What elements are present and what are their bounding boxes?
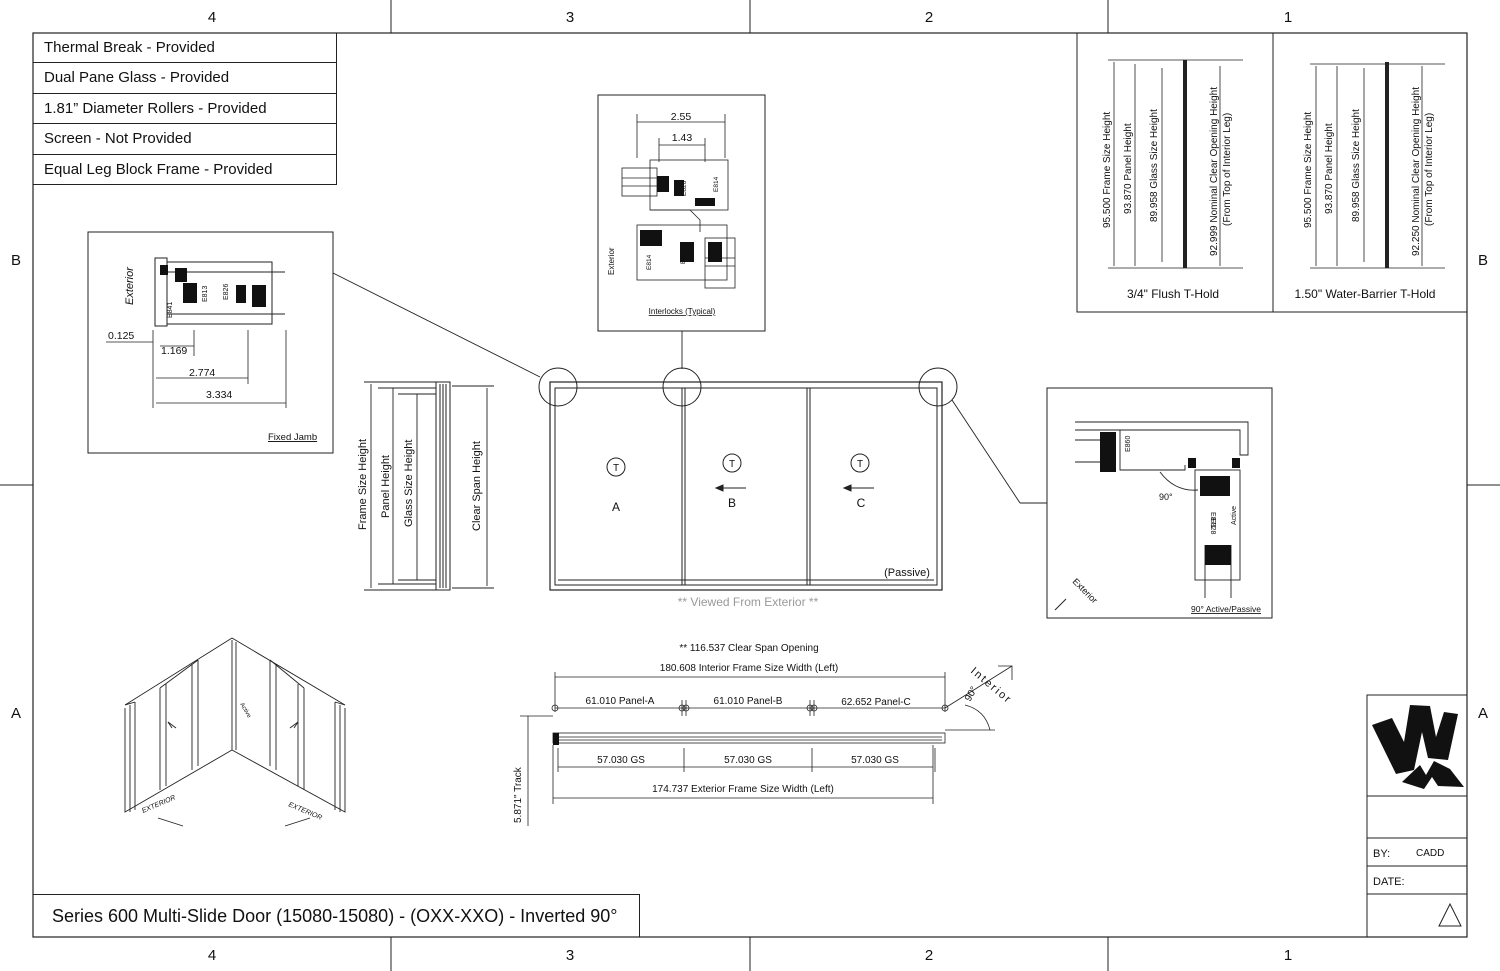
- panel-b-slide-arrow: [714, 484, 724, 492]
- passive-label: (Passive): [884, 567, 930, 579]
- interlocks-detail: 2.55 1.43 E826 E814 E814 E826 Exterior I…: [597, 94, 766, 332]
- plan-exterior-width: 174.737 Exterior Frame Size Width (Left): [652, 784, 834, 795]
- zone-row-left-a: A: [11, 705, 21, 722]
- interlocks-part-1: E826: [681, 180, 688, 196]
- panel-a-label: A: [612, 500, 620, 514]
- fixed-jamb-dim-2: 1.169: [161, 345, 187, 357]
- iso-active-label: Active: [238, 702, 252, 720]
- fixed-jamb-detail: Exterior E841 E813 E826 0.125 1.169 2.77…: [87, 231, 334, 454]
- flush-caption: 3/4" Flush T-Hold: [1127, 287, 1219, 301]
- barrier-caption: 1.50" Water-Barrier T-Hold: [1295, 287, 1436, 301]
- panel-a-tempered-mark: T: [613, 463, 619, 474]
- corner-caption: 90° Active/Passive: [1191, 604, 1261, 614]
- zone-col-top-2: 3: [566, 9, 574, 26]
- panel-c-slide-arrow: [842, 484, 852, 492]
- plan-interior: Interior: [968, 665, 1014, 706]
- plan-panel-a: 61.010 Panel-A: [586, 696, 655, 707]
- fixed-jamb-dim-1: 0.125: [108, 330, 134, 342]
- panel-c-tempered-mark: T: [857, 459, 863, 470]
- zone-row-left-b: B: [11, 252, 21, 269]
- corner-angle: 90°: [1159, 492, 1173, 502]
- flush-frame-height: 95.500 Frame Size Height: [1102, 112, 1113, 228]
- title-date-label: DATE:: [1373, 876, 1405, 888]
- panel-b-tempered-mark: T: [729, 459, 735, 470]
- leader-corner: [951, 399, 1021, 504]
- iso-exterior-left: EXTERIOR: [141, 794, 177, 814]
- leader-fixed-jamb: [332, 272, 541, 378]
- plan-clear-span: ** 116.537 Clear Span Opening: [679, 643, 818, 654]
- fixed-jamb-part-1: E841: [167, 302, 174, 318]
- interlocks-dim-1: 2.55: [671, 111, 692, 123]
- isometric-view: [124, 637, 346, 827]
- zone-col-top-1: 4: [208, 9, 216, 26]
- fixed-jamb-dim-3: 2.774: [189, 367, 215, 379]
- corner-part-2: E871: [1209, 512, 1216, 528]
- threshold-flush-detail: 95.500 Frame Size Height 93.870 Panel He…: [1076, 32, 1274, 313]
- interlocks-part-3: E814: [646, 254, 653, 270]
- flush-glass-height: 89.958 Glass Size Height: [1149, 109, 1160, 222]
- plan-panel-b: 61.010 Panel-B: [714, 696, 783, 707]
- fixed-jamb-caption: Fixed Jamb: [268, 432, 317, 443]
- zone-row-right-b: B: [1478, 252, 1488, 269]
- interlocks-dim-2: 1.43: [672, 132, 693, 144]
- interlocks-part-2: E814: [713, 176, 720, 192]
- section-glass-height: Glass Size Height: [403, 440, 415, 527]
- barrier-clear-height: 92.250 Nominal Clear Opening Height: [1411, 87, 1422, 256]
- fixed-jamb-part-3: E826: [223, 284, 230, 300]
- plan-panel-c: 62.652 Panel-C: [841, 697, 911, 708]
- fixed-jamb-exterior: Exterior: [124, 266, 136, 305]
- corner-exterior: Exterior: [1071, 576, 1100, 605]
- barrier-clear-note: (From Top of Interior Leg): [1424, 113, 1435, 226]
- title-block: BY: CADD DATE:: [1366, 694, 1468, 938]
- plan-track: 5.871" Track: [513, 766, 524, 823]
- barrier-frame-height: 95.500 Frame Size Height: [1303, 112, 1314, 228]
- corner-part-1: E860: [1125, 436, 1132, 452]
- door-elevation: T T T A B C (Passive) ** Viewed From Ext…: [538, 367, 958, 609]
- company-logo: [1372, 705, 1464, 789]
- zone-col-top-4: 1: [1284, 9, 1292, 26]
- section-frame-height: Frame Size Height: [357, 439, 369, 530]
- fixed-jamb-dim-4: 3.334: [206, 389, 232, 401]
- section-clear-height: Clear Span Height: [471, 441, 483, 531]
- plan-glass-c: 57.030 GS: [851, 755, 899, 766]
- flush-clear-height: 92.999 Nominal Clear Opening Height: [1209, 87, 1220, 256]
- zone-col-bottom-1: 4: [208, 947, 216, 964]
- zone-row-right-a: A: [1478, 705, 1488, 722]
- interlocks-exterior: Exterior: [607, 247, 616, 275]
- drawing-border: [32, 32, 1468, 938]
- zone-col-top-3: 2: [925, 9, 933, 26]
- section-heights-diagram: Frame Size Height Panel Height Glass Siz…: [357, 381, 494, 591]
- flush-panel-height: 93.870 Panel Height: [1123, 123, 1134, 214]
- flush-clear-note: (From Top of Interior Leg): [1222, 113, 1233, 226]
- title-by-value: CADD: [1416, 848, 1444, 859]
- panel-c-label: C: [857, 496, 866, 510]
- plan-dimensions: ** 116.537 Clear Span Opening 180.608 In…: [513, 643, 1014, 826]
- revision-triangle-icon: [1438, 902, 1462, 927]
- plan-glass-b: 57.030 GS: [724, 755, 772, 766]
- zone-col-bottom-2: 3: [566, 947, 574, 964]
- barrier-panel-height: 93.870 Panel Height: [1324, 123, 1335, 214]
- viewed-from-exterior: ** Viewed From Exterior **: [678, 595, 819, 609]
- panel-b-label: B: [728, 496, 736, 510]
- section-panel-height: Panel Height: [380, 455, 392, 518]
- corner-active: Active: [1231, 506, 1238, 525]
- threshold-barrier-detail: 95.500 Frame Size Height 93.870 Panel He…: [1272, 32, 1468, 313]
- interlocks-part-4: E826: [680, 248, 687, 264]
- title-by-label: BY:: [1373, 848, 1390, 860]
- zone-col-bottom-3: 2: [925, 947, 933, 964]
- corner-part-3: E828: [1209, 518, 1216, 534]
- barrier-glass-height: 89.958 Glass Size Height: [1351, 109, 1362, 222]
- iso-exterior-right: EXTERIOR: [287, 801, 323, 821]
- zone-col-bottom-4: 1: [1284, 947, 1292, 964]
- fixed-jamb-part-2: E813: [202, 286, 209, 302]
- plan-interior-width: 180.608 Interior Frame Size Width (Left): [660, 663, 838, 674]
- interlocks-caption: Interlocks (Typical): [649, 307, 716, 316]
- plan-glass-a: 57.030 GS: [597, 755, 645, 766]
- corner-detail: E860 E871 E828 Active 90° Exterior 90° A…: [1046, 387, 1273, 619]
